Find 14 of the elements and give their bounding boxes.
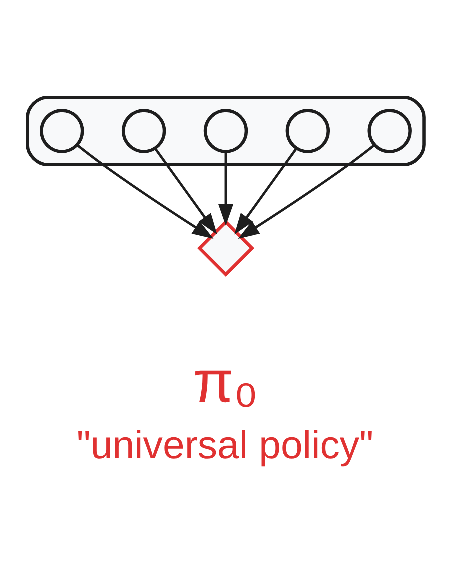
node-circle xyxy=(204,109,248,154)
node-circle xyxy=(40,109,84,154)
arrow xyxy=(234,148,298,235)
node-diamond xyxy=(197,220,255,277)
node-circle xyxy=(122,109,166,154)
arrow xyxy=(77,144,214,240)
arrow xyxy=(238,144,375,240)
node-label: π₀ xyxy=(193,350,258,416)
node-label: "universal policy" xyxy=(76,423,374,468)
cluster xyxy=(26,96,426,166)
node-circle xyxy=(286,109,330,154)
arrow xyxy=(154,148,218,235)
arrow xyxy=(218,152,234,226)
node-circle xyxy=(368,109,412,154)
